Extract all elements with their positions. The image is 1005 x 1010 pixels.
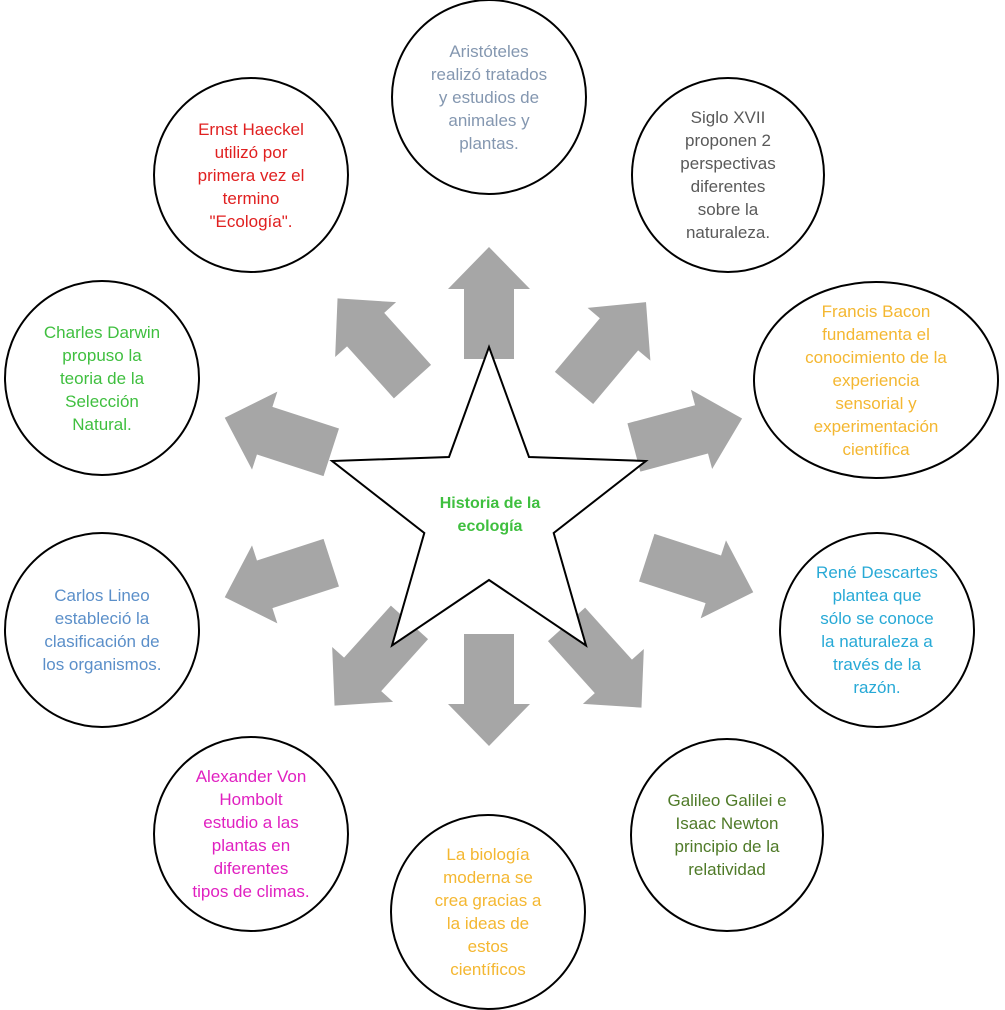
circle-francis-bacon <box>753 281 999 479</box>
circle-charles-darwin <box>4 280 200 476</box>
arrow-1 <box>448 247 530 359</box>
circle-rene-descartes <box>779 532 975 728</box>
circle-galileo-newton <box>630 738 824 932</box>
circles-group <box>4 0 999 1010</box>
center-star <box>329 344 649 648</box>
arrow-2 <box>554 302 651 404</box>
circle-ernst-haeckel <box>153 77 349 273</box>
center-title-line: ecología <box>457 518 523 535</box>
arrow-8 <box>224 538 339 624</box>
arrow-6 <box>448 634 530 746</box>
circle-siglo-xvii <box>631 77 825 273</box>
arrow-10 <box>335 298 432 399</box>
circle-aristoteles <box>391 0 587 195</box>
center-title-line: Historia de la <box>439 495 541 512</box>
arrow-3 <box>627 389 743 472</box>
circle-carlos-lineo <box>4 532 200 728</box>
arrow-9 <box>224 391 339 477</box>
center-title: Historia de la ecología <box>400 492 580 538</box>
arrow-4 <box>639 533 754 619</box>
circle-alexander-von-hombolt <box>153 736 349 932</box>
circle-biologia-moderna <box>390 814 586 1010</box>
